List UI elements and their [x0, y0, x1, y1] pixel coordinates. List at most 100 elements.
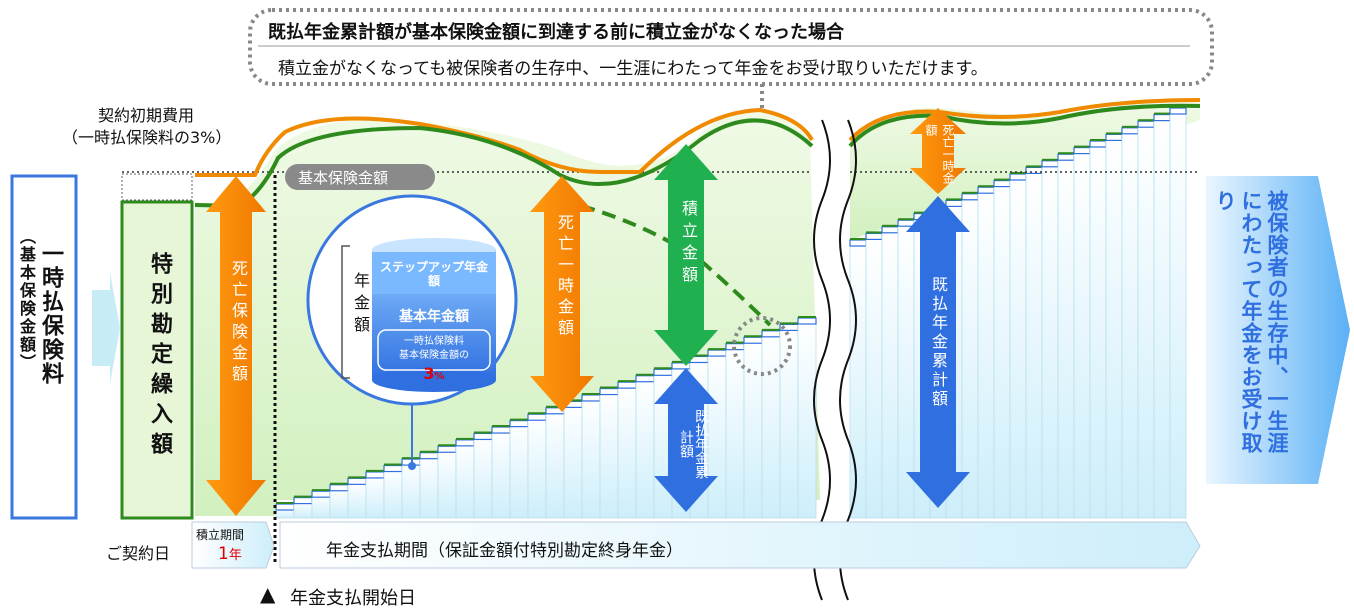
stair-step-2: [1041, 164, 1059, 519]
stair-step-cap: [473, 432, 493, 441]
stair-step-cap: [581, 394, 601, 402]
stair-step-2: [849, 243, 867, 519]
stair-step-2-cap: [1009, 173, 1027, 181]
stair-step-2: [865, 236, 883, 519]
annuity-detail1: 一時払保険料: [404, 336, 464, 347]
stair-step-cap: [527, 413, 547, 421]
stair-step-2: [1105, 137, 1123, 519]
paid-cumulative-arrow-icon: [654, 368, 718, 512]
paid-cumulative-short-text: 既払年金累計額: [678, 409, 709, 479]
cylinder-detail-box: [377, 329, 491, 371]
stair-step: [311, 494, 331, 519]
stair-step-cap: [383, 464, 403, 473]
stair-step-2-cap: [1089, 140, 1107, 148]
stair-step: [383, 469, 403, 519]
stair-step-cap: [455, 439, 475, 447]
stair-step-cap: [329, 484, 349, 492]
stair-step-2-cap: [1105, 133, 1123, 141]
premium-arrow-icon: [92, 272, 120, 384]
premium-main-label: 一時払保険料: [38, 242, 63, 386]
accum-period-unit: 年: [228, 548, 242, 563]
initial-cost-box: [121, 173, 193, 201]
stair-step-2-cap: [1153, 113, 1171, 122]
death-lump-sum-label: 死亡一時金額: [555, 214, 574, 340]
depletion-circle: [732, 316, 792, 376]
stair-step-2-cap: [977, 186, 995, 194]
stair-step: [599, 392, 619, 519]
paid-cumulative-long-arrow-icon: [906, 196, 970, 508]
stair-step-2-cap: [897, 219, 915, 227]
annuity-basic: 基本年金額: [399, 309, 469, 325]
stair-step-2-cap: [1025, 166, 1043, 174]
payment-start-date: 年金支払開始日: [290, 588, 416, 609]
payment-period-bar: [279, 521, 1201, 569]
stair-step: [779, 328, 799, 519]
stair-step: [545, 411, 565, 519]
callout-title: 既払年金累計額が基本保険金額に到達する前に積立金がなくなった場合: [268, 22, 844, 43]
death-benefit-curve: [195, 107, 814, 177]
annuity-percent-num: 3: [423, 364, 435, 383]
stair-step-2: [881, 230, 899, 519]
annuity-percent-unit: %: [434, 371, 445, 382]
stair-step-2-cap: [849, 239, 867, 247]
paid-cumulative-short-label: 既払年金累計額: [666, 404, 709, 484]
stair-step: [419, 456, 439, 519]
accum-period-value: 1年: [218, 544, 242, 564]
stair-step-2-cap: [993, 180, 1011, 188]
reserve-arrow-icon: [654, 144, 718, 366]
stair-step: [473, 437, 493, 519]
stair-step-2-cap: [1137, 120, 1155, 128]
stair-step-2-cap: [1073, 147, 1091, 155]
reserve-curve-2: [848, 103, 1201, 148]
stair-step-2: [961, 197, 979, 519]
death-benefit-arrow-icon: [206, 176, 266, 516]
stair-step-2: [1089, 144, 1107, 519]
stair-step: [581, 398, 601, 519]
stair-step-cap: [347, 477, 367, 485]
annuity-side-bracket: [341, 245, 350, 379]
death-benefit-curve-2: [848, 98, 1201, 142]
basic-amount-tag-bg: [285, 164, 435, 190]
premium-sub-label: （基本保険金額）: [17, 228, 36, 372]
annuity-step-up: ステップアップ年金額: [380, 260, 489, 288]
cylinder-upper-band: [372, 252, 496, 294]
stair-step-2: [977, 190, 995, 519]
stair-step-cap: [275, 503, 295, 511]
stair-step-cap: [419, 452, 439, 460]
stair-step-2-cap: [945, 199, 963, 207]
stair-step-cap: [491, 426, 511, 434]
initial-cost-line1: 契約初期費用: [98, 106, 195, 125]
stair-step-2: [1137, 124, 1155, 519]
stair-step: [491, 430, 511, 519]
stair-step-2-cap: [865, 232, 883, 240]
initial-cost-line2: （一時払保険料の3%）: [62, 128, 232, 147]
break-wave-1: [813, 119, 831, 601]
stair-step: [707, 353, 727, 519]
stair-step: [455, 443, 475, 519]
cylinder-bottom: [372, 368, 496, 392]
stair-step: [635, 379, 655, 519]
stair-step-2: [1057, 157, 1075, 519]
premium-box: [10, 174, 78, 520]
payment-start-marker: ▲: [260, 582, 276, 606]
stair-step-2-cap: [1041, 160, 1059, 168]
stair-step-cap: [311, 490, 331, 498]
stair-step: [509, 424, 529, 519]
contract-date: ご契約日: [106, 544, 171, 563]
stair-step-cap: [365, 471, 385, 479]
annuity-circle-pointer-dot: [408, 462, 416, 470]
stair-step-2-cap: [1121, 127, 1139, 135]
stair-step-2-cap: [1169, 107, 1187, 115]
stair-step: [401, 462, 421, 519]
death-small-arrow-icon: [910, 108, 966, 194]
stair-step-cap: [509, 420, 529, 428]
paid-cumulative-long-label: 既払年金累計額: [929, 276, 948, 409]
stair-step-2-cap: [961, 193, 979, 201]
break-wave-2: [839, 119, 857, 601]
stair-step: [329, 488, 349, 519]
stair-step-cap: [797, 317, 817, 325]
death-benefit-label: 死亡保険金額: [229, 260, 248, 386]
stair-step-2: [1025, 170, 1043, 519]
stair-step-2: [993, 184, 1011, 519]
